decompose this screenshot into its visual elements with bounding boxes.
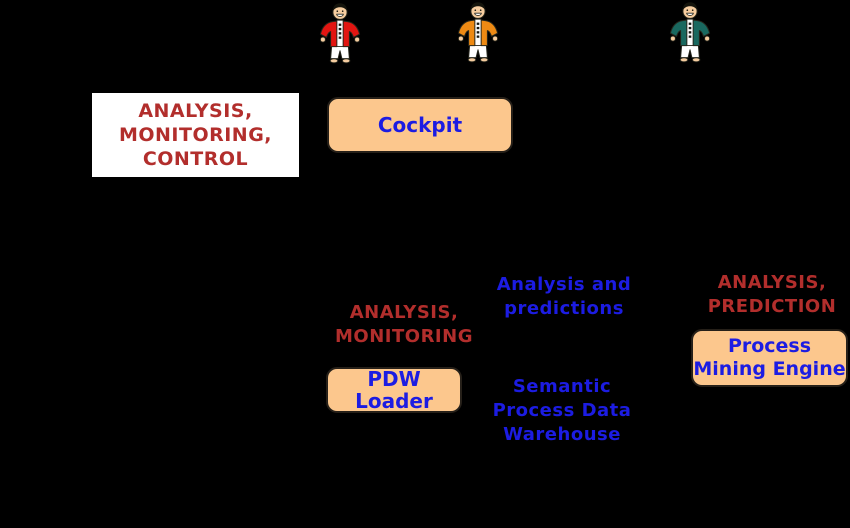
process-mining-engine-box: Process Mining Engine — [691, 329, 848, 387]
person-icon-orange — [457, 1, 499, 63]
analysis-and-predictions-label: Analysis and predictions — [496, 274, 632, 319]
person-icon-teal — [669, 1, 711, 63]
analysis-monitoring-label: ANALYSIS, MONITORING — [335, 302, 473, 347]
panel-line: CONTROL — [142, 148, 249, 170]
cockpit-label: Cockpit — [377, 113, 463, 137]
pdw-loader-label: PDW Loader — [355, 367, 433, 413]
cockpit-box: Cockpit — [327, 97, 513, 153]
panel-line: MONITORING, — [118, 124, 273, 146]
pdw-loader-box: PDW Loader — [326, 367, 462, 413]
analysis-prediction-label: ANALYSIS, PREDICTION — [707, 272, 837, 317]
panel-line: ANALYSIS, — [138, 100, 253, 122]
person-icon-red — [319, 2, 361, 64]
analysis-monitoring-control-panel: ANALYSIS, MONITORING, CONTROL — [92, 93, 299, 177]
semantic-process-data-warehouse-label: Semantic Process Data Warehouse — [492, 376, 632, 445]
